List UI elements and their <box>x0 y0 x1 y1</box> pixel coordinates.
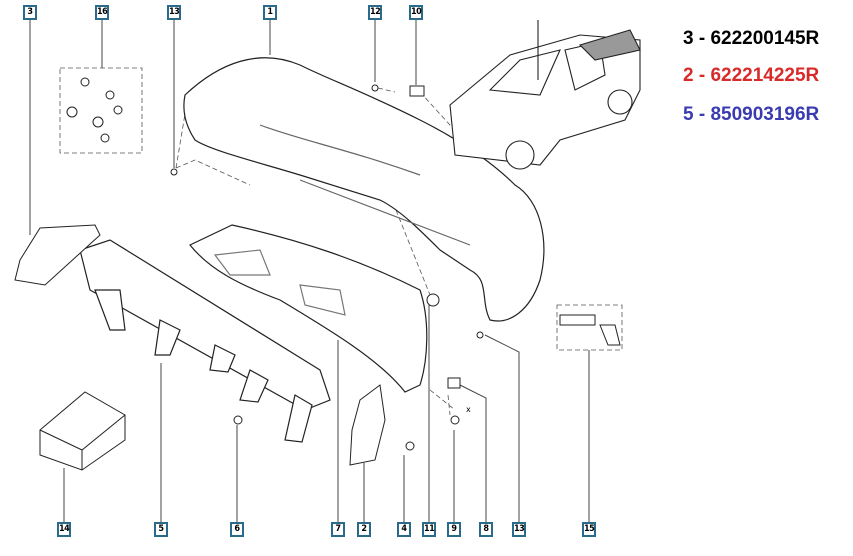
axis-marker: x <box>466 405 471 414</box>
screw-9-part <box>450 415 460 425</box>
lower-diffuser-part <box>189 224 428 393</box>
rear-bumper-part <box>183 57 545 322</box>
callout-13: 13 <box>167 5 181 20</box>
screw-6-part <box>233 415 243 425</box>
sensor-15-part <box>559 314 621 346</box>
callout-5: 5 <box>154 522 168 537</box>
part-number-3: 3 - 622200145R <box>683 28 820 49</box>
bracket-3-part <box>14 224 101 286</box>
callout-12: 12 <box>368 5 382 20</box>
screw-13b-part <box>476 331 484 339</box>
callout-2: 2 <box>357 522 371 537</box>
callout-11: 11 <box>422 522 436 537</box>
callout-1: 1 <box>263 5 277 20</box>
callout-10: 10 <box>409 5 423 20</box>
callout-9: 9 <box>447 522 461 537</box>
clip-8-part <box>447 377 461 389</box>
fastener-box-part <box>39 391 126 471</box>
car-illustration <box>449 20 641 170</box>
screw-12-part <box>371 84 379 92</box>
callout-14: 14 <box>57 522 71 537</box>
clip-10-part <box>409 85 425 97</box>
callout-3: 3 <box>23 5 37 20</box>
callout-4: 4 <box>397 522 411 537</box>
screw-4-part <box>405 441 415 451</box>
callout-13-bottom: 13 <box>512 522 526 537</box>
part-number-2: 2 - 622214225R <box>683 65 820 86</box>
screw-13-part <box>170 168 178 176</box>
callout-15: 15 <box>582 522 596 537</box>
clip-11-part <box>426 293 440 307</box>
callout-6: 6 <box>230 522 244 537</box>
bumper-beam-part <box>79 239 331 443</box>
callout-7: 7 <box>331 522 345 537</box>
callout-16: 16 <box>95 5 109 20</box>
bracket-2-part <box>349 384 386 466</box>
part-number-5: 5 - 850903196R <box>683 104 820 125</box>
callout-8: 8 <box>479 522 493 537</box>
